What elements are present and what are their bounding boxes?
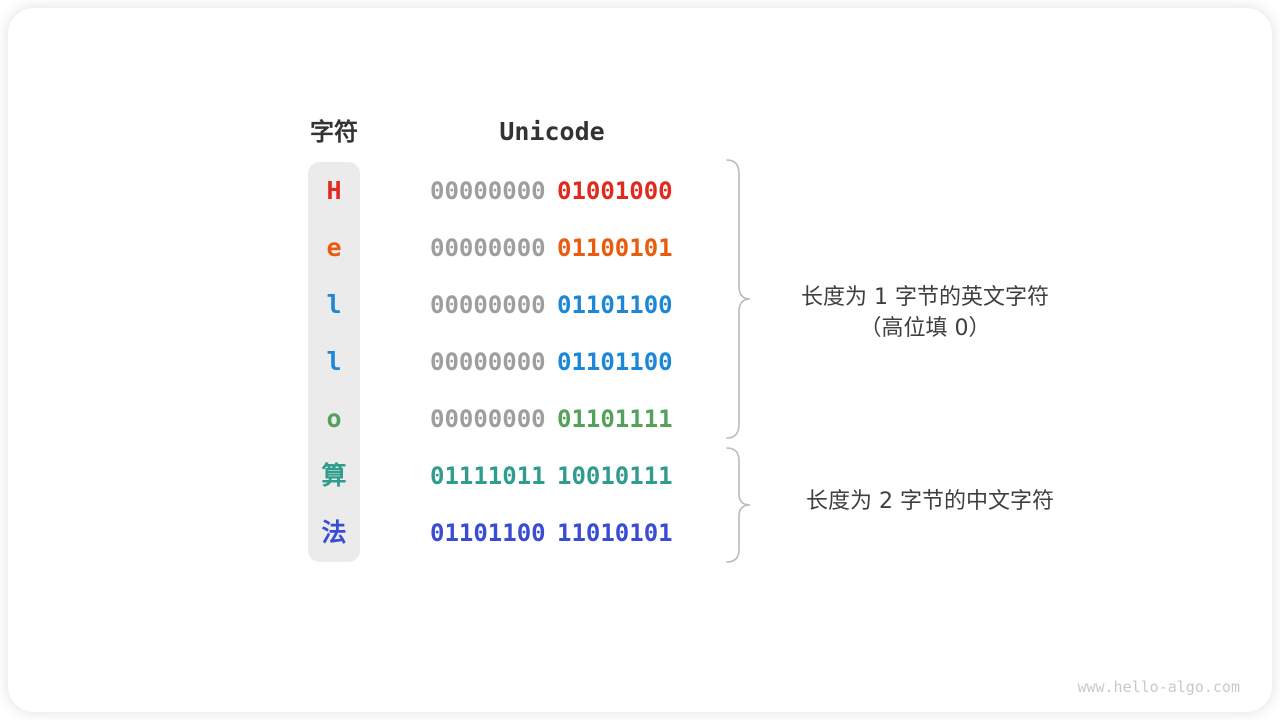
character-column-panel <box>308 162 360 562</box>
character-cell: l <box>326 347 342 376</box>
unicode-low-byte: 01100101 <box>557 234 673 262</box>
diagram-card <box>8 8 1272 712</box>
unicode-low-byte: 01101100 <box>557 291 673 319</box>
unicode-high-byte: 00000000 <box>430 405 546 433</box>
column-header-unicode: Unicode <box>499 117 605 146</box>
unicode-high-byte: 00000000 <box>430 234 546 262</box>
table-row: H 00000000 01001000 <box>0 173 1280 209</box>
unicode-high-byte: 00000000 <box>430 291 546 319</box>
table-row: e 00000000 01100101 <box>0 230 1280 266</box>
character-cell: e <box>326 233 342 262</box>
character-cell: 法 <box>321 518 347 547</box>
unicode-low-byte: 01001000 <box>557 177 673 205</box>
unicode-low-byte: 10010111 <box>557 462 673 490</box>
unicode-high-byte: 00000000 <box>430 177 546 205</box>
unicode-low-byte: 11010101 <box>557 519 673 547</box>
table-row: l 00000000 01101100 <box>0 344 1280 380</box>
unicode-low-byte: 01101100 <box>557 348 673 376</box>
annotation-english-chars: 长度为 1 字节的英文字符 （高位填 0） <box>801 285 1049 341</box>
character-cell: l <box>326 290 342 319</box>
unicode-high-byte: 00000000 <box>430 348 546 376</box>
unicode-high-byte: 01111011 <box>430 462 546 490</box>
watermark-url: www.hello-algo.com <box>1077 678 1240 696</box>
character-cell: H <box>326 176 342 205</box>
unicode-low-byte: 01101111 <box>557 405 673 433</box>
table-row: l 00000000 01101100 <box>0 287 1280 323</box>
annotation-chinese-chars: 长度为 2 字节的中文字符 <box>806 489 1054 514</box>
brace-chinese-group <box>726 447 752 563</box>
character-cell: o <box>326 404 342 433</box>
table-row: 法 01101100 11010101 <box>0 515 1280 551</box>
character-cell: 算 <box>321 461 347 490</box>
table-row: 算 01111011 10010111 <box>0 458 1280 494</box>
column-header-character: 字符 <box>310 118 358 146</box>
brace-english-group <box>726 159 752 439</box>
table-row: o 00000000 01101111 <box>0 401 1280 437</box>
unicode-high-byte: 01101100 <box>430 519 546 547</box>
